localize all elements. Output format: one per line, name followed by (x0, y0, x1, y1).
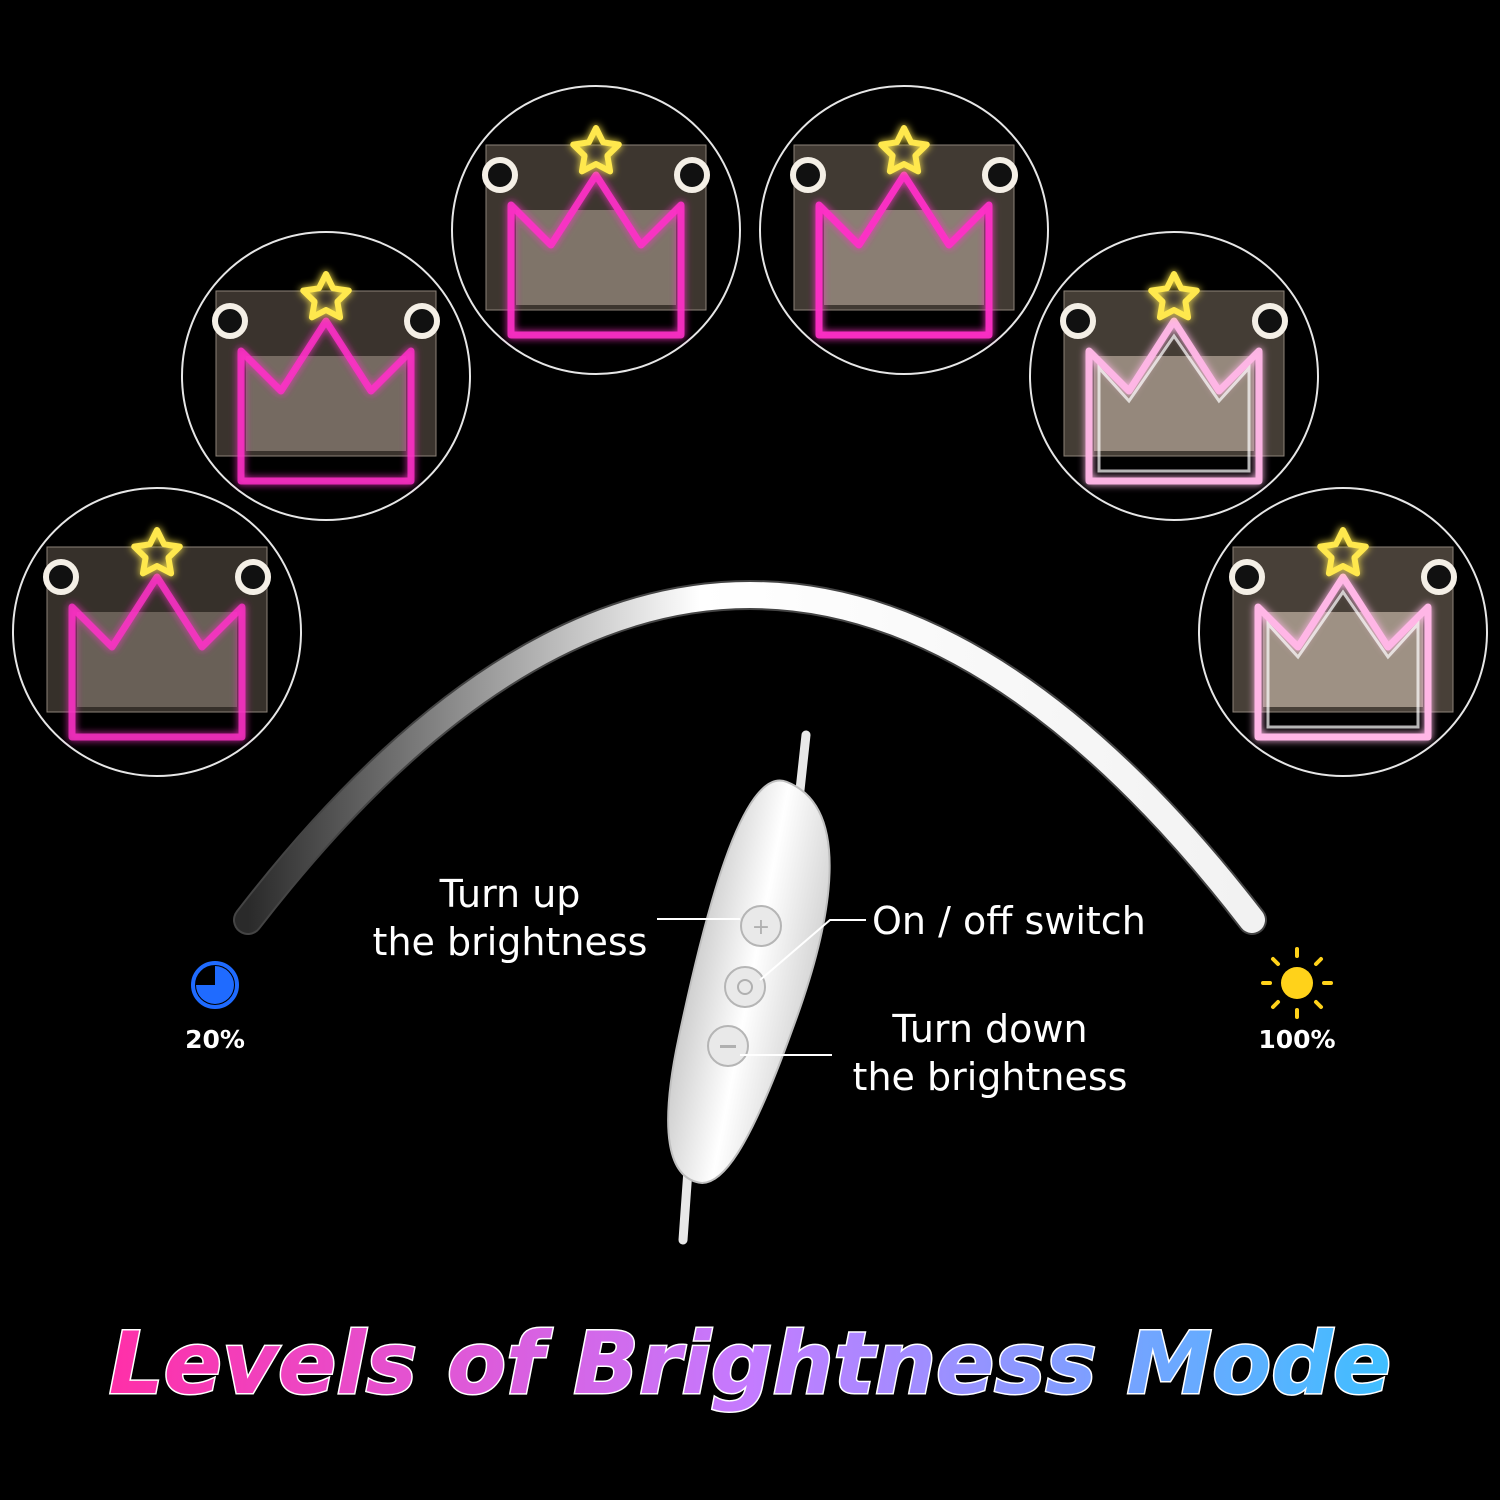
mounting-hole-icon (482, 157, 518, 193)
minus-icon (720, 1045, 736, 1048)
star-icon (1317, 527, 1369, 577)
star-icon (570, 125, 622, 175)
turn-up-label: Turn up the brightness (340, 870, 680, 966)
remote-cable-bottom (678, 1165, 693, 1245)
crown-backing (793, 144, 1015, 311)
crown-level-6 (1198, 487, 1488, 777)
mounting-hole-icon (1252, 303, 1288, 339)
crown-backing (46, 546, 268, 713)
moon-icon (191, 961, 239, 1009)
mounting-hole-icon (1421, 559, 1457, 595)
brightness-down-button[interactable] (707, 1025, 749, 1067)
crown-level-5 (1029, 231, 1319, 521)
star-icon (300, 271, 352, 321)
star-icon (878, 125, 930, 175)
turn-up-line1: Turn up (439, 872, 581, 916)
sun-icon (1261, 947, 1333, 1019)
turn-down-line1: Turn down (892, 1007, 1088, 1051)
power-icon (737, 979, 753, 995)
brightness-arc-fill (235, 582, 1265, 933)
crown-neon-outline (68, 573, 246, 741)
crown-neon-outline (237, 317, 415, 485)
min-brightness-label: 20% (185, 1025, 245, 1054)
star-icon (131, 527, 183, 577)
crown-level-list (12, 85, 1488, 777)
crown-neon-outline (507, 171, 685, 339)
mounting-hole-icon (404, 303, 440, 339)
crown-neon-outline (1254, 573, 1432, 741)
crown-backing (215, 290, 437, 457)
page-title-wrap: Levels of Brightness Mode (107, 1313, 1392, 1416)
crown-inner-glow (1266, 589, 1420, 729)
crown-neon-outline (815, 171, 993, 339)
power-button[interactable] (724, 966, 766, 1008)
page-title: Levels of Brightness Mode (109, 1314, 1391, 1414)
crown-neon-outline (1085, 317, 1263, 485)
brightness-up-button[interactable]: + (740, 905, 782, 947)
star-icon (1148, 271, 1200, 321)
turn-up-line2: the brightness (372, 920, 648, 964)
crown-level-3 (451, 85, 741, 375)
mounting-hole-icon (1060, 303, 1096, 339)
mounting-hole-icon (43, 559, 79, 595)
mounting-hole-icon (790, 157, 826, 193)
plus-icon: + (752, 915, 770, 940)
crown-level-2 (181, 231, 471, 521)
crown-backing (485, 144, 707, 311)
remote-cable (795, 730, 811, 795)
max-brightness-label: 100% (1258, 1025, 1336, 1054)
crown-level-1 (12, 487, 302, 777)
mounting-hole-icon (982, 157, 1018, 193)
crown-level-4 (759, 85, 1049, 375)
power-switch-label: On / off switch (872, 899, 1146, 943)
crown-inner-glow (1097, 333, 1251, 473)
turn-down-label: Turn down the brightness (830, 1005, 1150, 1101)
mounting-hole-icon (212, 303, 248, 339)
mounting-hole-icon (235, 559, 271, 595)
turn-down-line2: the brightness (852, 1055, 1128, 1099)
mounting-hole-icon (674, 157, 710, 193)
mounting-hole-icon (1229, 559, 1265, 595)
power-leader-line (759, 919, 866, 981)
